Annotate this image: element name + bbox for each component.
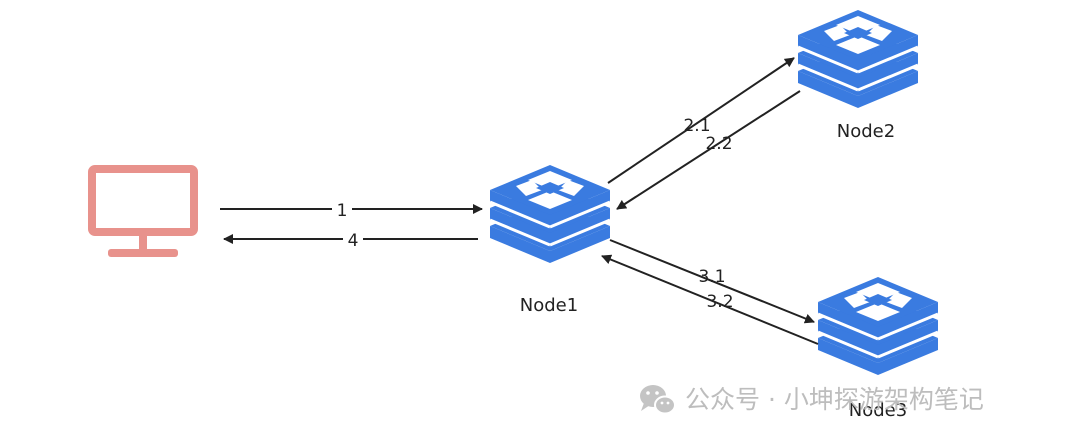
arrow-3-2: 3.2 — [601, 254, 819, 345]
watermark-text: 公众号 · 小坤探游架构笔记 — [685, 385, 984, 414]
server-stack-icon — [796, 8, 920, 113]
watermark: 公众号 · 小坤探游架构笔记 — [640, 385, 984, 415]
arrow-3-2-label: 3.2 — [706, 292, 733, 312]
node1-label: Node1 — [520, 295, 578, 316]
node2-server: Node2 — [796, 8, 920, 142]
server-stack-icon — [488, 163, 612, 268]
monitor-icon — [88, 165, 198, 257]
node2-label: Node2 — [837, 121, 895, 142]
arrow-3-1-label: 3.1 — [698, 267, 725, 287]
arrow-1: 1 — [220, 199, 483, 221]
node3-label: Node3 — [849, 400, 907, 421]
arrow-2-2: 2.2 — [616, 90, 801, 210]
arrow-1-label: 1 — [337, 201, 348, 221]
arrow-2-1-label: 2.1 — [683, 116, 710, 136]
wechat-icon — [640, 385, 676, 415]
server-stack-icon — [816, 275, 940, 380]
arrow-3-1: 3.1 — [609, 239, 815, 324]
arrow-2-2-label: 2.2 — [705, 134, 732, 154]
node3-server: Node3 — [816, 275, 940, 421]
arrow-4-label: 4 — [348, 231, 359, 251]
arrow-4: 4 — [223, 229, 478, 251]
node1-server: Node1 — [488, 163, 612, 316]
arrow-2-1: 2.1 — [607, 57, 795, 184]
client-monitor — [88, 165, 198, 257]
